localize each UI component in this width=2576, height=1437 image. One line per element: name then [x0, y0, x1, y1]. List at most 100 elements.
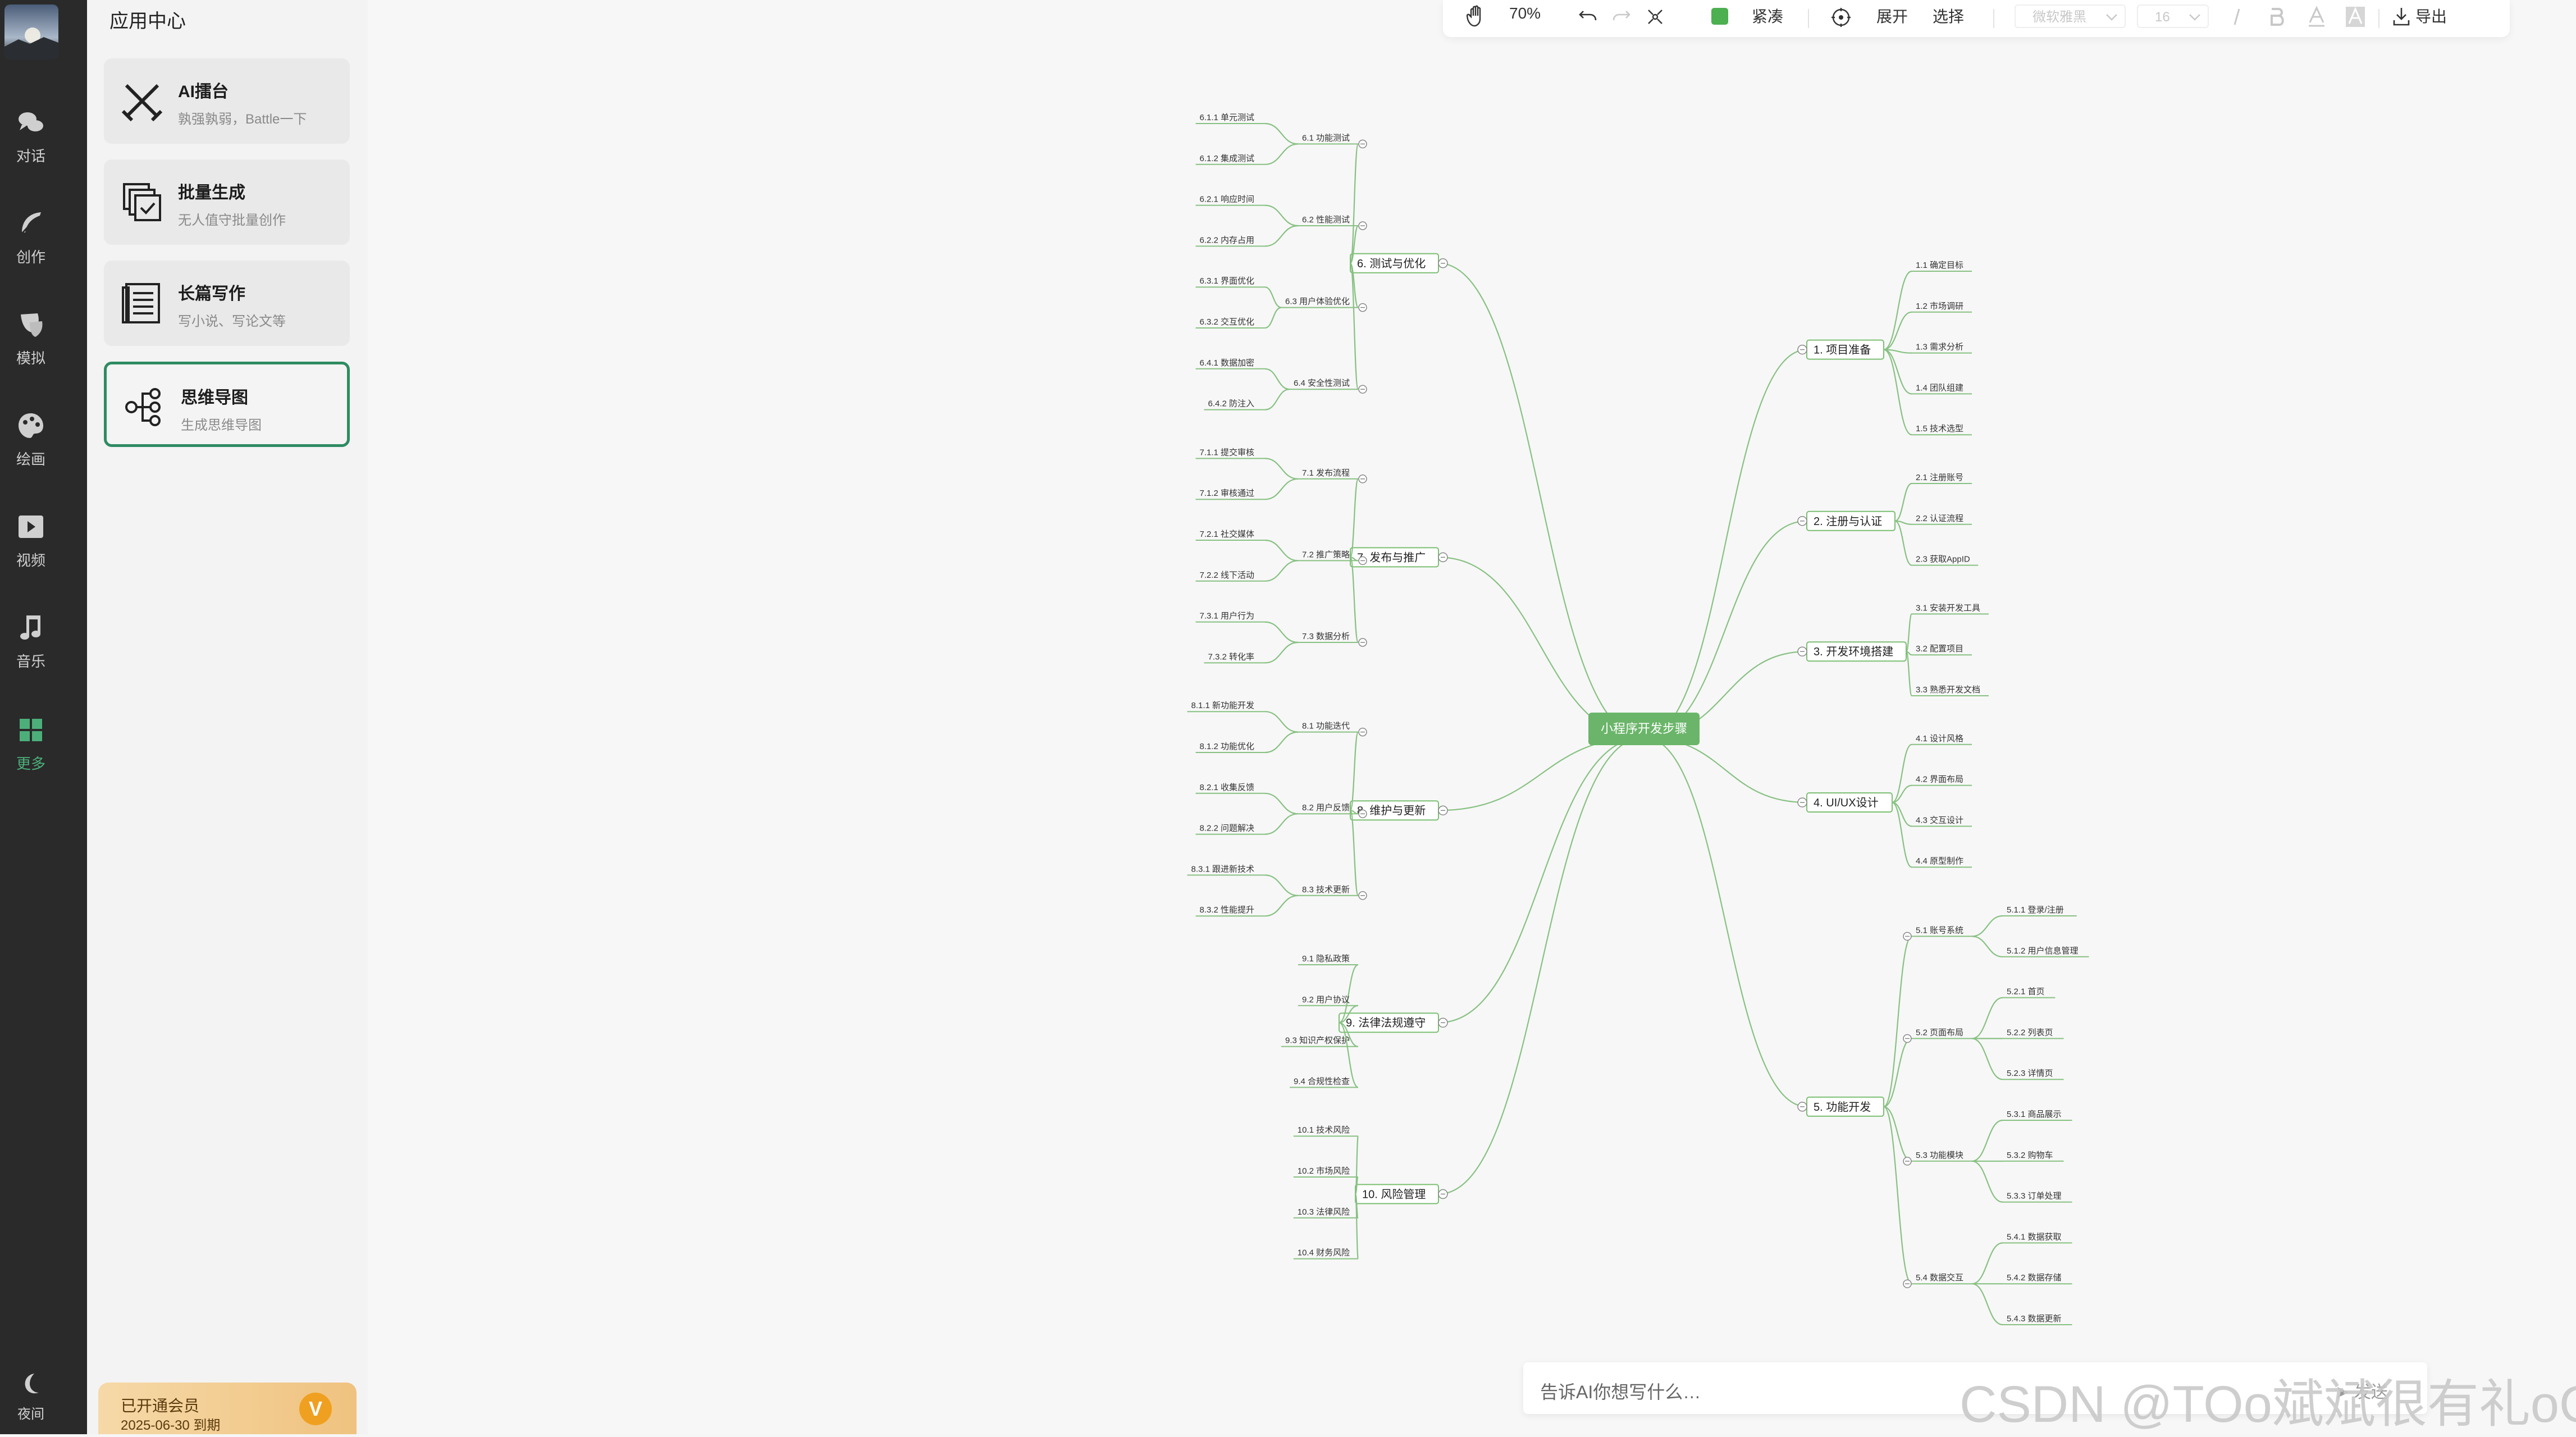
mindmap-node-r-3-1[interactable]: 3.1 安装开发工具	[1905, 603, 1989, 653]
mindmap-node-r-5-3[interactable]: 5.3 功能模块	[1883, 1106, 1972, 1166]
bold-icon[interactable]	[2268, 6, 2285, 28]
chat-input[interactable]: 告诉AI你想写什么…	[1540, 1382, 1701, 1402]
sidebar-item-music[interactable]: 音乐	[0, 612, 62, 671]
mindmap-node-l-1-2-2[interactable]: 6.2.2 内存占用	[1195, 225, 1299, 247]
card-ai-arena[interactable]: AI擂台 孰强孰弱，Battle一下	[104, 58, 350, 144]
mindmap-node-r-1-4[interactable]: 1.4 团队组建	[1883, 349, 1972, 395]
mindmap-node-r-4-3[interactable]: 4.3 交互设计	[1892, 801, 1972, 827]
mindmap-node-r-5-4-3[interactable]: 5.4.3 数据更新	[1971, 1283, 2072, 1326]
mindmap-branch-r-1[interactable]: 1. 项目准备	[1643, 339, 1884, 738]
structure-icon[interactable]	[1645, 7, 1665, 27]
mindmap-node-l-3-1-1[interactable]: 8.1.1 新功能开发	[1187, 701, 1299, 733]
zoom-level[interactable]: 70%	[1509, 4, 1541, 22]
mindmap-branch-l-5[interactable]: 10. 风险管理	[1355, 736, 1645, 1205]
mindmap-node-l-3-2-2[interactable]: 8.2.2 问题解决	[1195, 813, 1299, 835]
mindmap-node-r-5-2[interactable]: 5.2 页面布局	[1883, 1028, 1972, 1107]
sidebar-item-chat[interactable]: 对话	[0, 107, 62, 166]
mindmap-node-r-5-2-2[interactable]: 5.2.2 列表页	[1971, 1028, 2064, 1039]
mindmap-node-r-2-3[interactable]: 2.3 获取AppID	[1894, 520, 1979, 566]
font-color-icon[interactable]	[2306, 6, 2327, 28]
mindmap-node-l-3-3[interactable]: 8.3 技术更新	[1298, 810, 1367, 900]
mindmap-node-l-1-1-1[interactable]: 6.1.1 单元测试	[1195, 113, 1299, 145]
mindmap-node-l-1-2[interactable]: 6.2 性能测试	[1298, 215, 1367, 264]
mindmap-node-r-3-2[interactable]: 3.2 配置项目	[1906, 644, 1972, 656]
mindmap-node-r-1-5[interactable]: 1.5 技术选型	[1883, 349, 1972, 436]
select-button[interactable]: 选择	[1933, 8, 1965, 25]
mindmap-node-l-2-3-1[interactable]: 7.3.1 用户行为	[1195, 612, 1299, 644]
mindmap-node-l-4-4[interactable]: 9.4 合规性检查	[1290, 1022, 1359, 1088]
mindmap-node-l-3-3-1[interactable]: 8.3.1 跟进新技术	[1187, 864, 1299, 896]
mindmap-node-r-5-3-3[interactable]: 5.3.3 订单处理	[1971, 1160, 2072, 1203]
mindmap-node-l-1-3-1[interactable]: 6.3.1 界面优化	[1195, 276, 1282, 308]
mindmap-branch-l-2[interactable]: 7. 发布与推广	[1350, 547, 1645, 738]
mindmap-node-r-2-2[interactable]: 2.2 认证流程	[1894, 514, 1972, 525]
mindmap-branch-r-4[interactable]: 4. UI/UX设计	[1643, 736, 1893, 813]
mindmap-node-l-1-4[interactable]: 6.4 安全性测试	[1290, 262, 1367, 394]
mindmap-branch-r-3[interactable]: 3. 开发环境搭建	[1643, 641, 1907, 738]
send-button[interactable]: ➤ 发送	[2336, 1378, 2388, 1403]
hand-pan-icon[interactable]	[1465, 4, 1488, 28]
mindmap-node-r-5-3-1[interactable]: 5.3.1 商品展示	[1971, 1110, 2072, 1162]
mindmap-node-r-5-2-1[interactable]: 5.2.1 首页	[1971, 987, 2056, 1039]
sidebar-item-simulate[interactable]: 模拟	[0, 309, 62, 368]
font-family-select[interactable]: 微软雅黑	[2015, 4, 2126, 28]
mindmap-node-l-3-1[interactable]: 8.1 功能迭代	[1298, 722, 1367, 811]
mindmap-node-l-2-3[interactable]: 7.3 数据分析	[1298, 556, 1367, 647]
mindmap-node-l-1-4-1[interactable]: 6.4.1 数据加密	[1195, 358, 1290, 390]
undo-icon[interactable]	[1578, 6, 1598, 26]
mindmap-node-l-3-3-2[interactable]: 8.3.2 性能提升	[1195, 895, 1299, 917]
mindmap-node-l-2-1[interactable]: 7.1 发布流程	[1298, 468, 1367, 558]
mindmap-root-node[interactable]: 小程序开发步骤	[1588, 713, 1700, 745]
mindmap-node-l-2-2-2[interactable]: 7.2.2 线下活动	[1195, 560, 1299, 582]
mindmap-node-r-5-4[interactable]: 5.4 数据交互	[1883, 1106, 1972, 1288]
mindmap-node-r-5-4-1[interactable]: 5.4.1 数据获取	[1971, 1232, 2072, 1285]
mindmap-node-l-1-1[interactable]: 6.1 功能测试	[1298, 133, 1367, 264]
card-batch-generate[interactable]: 批量生成 无人值守批量创作	[104, 159, 350, 245]
mindmap-node-r-1-3[interactable]: 1.3 需求分析	[1883, 343, 1972, 354]
avatar[interactable]	[4, 4, 58, 60]
mindmap-node-l-5-4[interactable]: 10.4 财务风险	[1293, 1193, 1359, 1260]
italic-icon[interactable]	[2229, 6, 2246, 28]
mindmap-node-r-4-4[interactable]: 4.4 原型制作	[1892, 801, 1972, 868]
expand-icon[interactable]	[1830, 7, 1852, 28]
mindmap-branch-l-4[interactable]: 9. 法律法规遵守	[1339, 736, 1645, 1033]
download-icon[interactable]	[2392, 6, 2411, 27]
card-mind-map[interactable]: 思维导图 生成思维导图	[104, 362, 350, 447]
mindmap-node-r-5-3-2[interactable]: 5.3.2 购物车	[1972, 1151, 2064, 1162]
mindmap-node-r-2-1[interactable]: 2.1 注册账号	[1894, 473, 1972, 522]
redo-icon[interactable]	[1611, 6, 1632, 26]
mindmap-node-l-2-1-1[interactable]: 7.1.1 提交审核	[1195, 447, 1299, 480]
compact-layout-button[interactable]: 紧凑	[1752, 8, 1784, 25]
mindmap-node-l-3-2-1[interactable]: 8.2.1 收集反馈	[1195, 783, 1299, 815]
mindmap-branch-l-1[interactable]: 6. 测试与优化	[1350, 253, 1645, 738]
sidebar-item-create[interactable]: 创作	[0, 208, 62, 267]
export-button[interactable]: 导出	[2415, 8, 2447, 25]
mindmap-node-l-3-1-2[interactable]: 8.1.2 功能优化	[1195, 731, 1299, 754]
mindmap-node-r-1-2[interactable]: 1.2 市场调研	[1883, 302, 1972, 350]
mindmap-node-l-1-3[interactable]: 6.3 用户体验优化	[1281, 262, 1367, 312]
mindmap-node-l-2-2-1[interactable]: 7.2.1 社交媒体	[1195, 529, 1299, 562]
mindmap-branch-l-3[interactable]: 8. 维护与更新	[1350, 736, 1645, 821]
chat-input-bar[interactable]: 告诉AI你想写什么… ➤ 发送	[1523, 1362, 2427, 1414]
mindmap-node-l-4-2[interactable]: 9.2 用户协议	[1298, 995, 1359, 1024]
mindmap-node-r-3-3[interactable]: 3.3 熟悉开发文档	[1905, 651, 1989, 697]
mindmap-node-r-4-1[interactable]: 4.1 设计风格	[1892, 734, 1972, 804]
mindmap-node-l-1-4-2[interactable]: 6.4.2 防注入	[1204, 389, 1290, 410]
mindmap-node-r-5-1-2[interactable]: 5.1.2 用户信息管理	[1971, 936, 2089, 957]
mindmap-node-l-5-2[interactable]: 10.2 市场风险	[1293, 1166, 1359, 1195]
card-long-writing[interactable]: 长篇写作 写小说、写论文等	[104, 261, 350, 346]
expand-button[interactable]: 展开	[1876, 8, 1908, 25]
mindmap-node-r-5-4-2[interactable]: 5.4.2 数据存储	[1971, 1273, 2072, 1285]
mindmap-node-l-2-3-2[interactable]: 7.3.2 转化率	[1204, 641, 1299, 664]
font-size-select[interactable]: 16	[2137, 4, 2209, 28]
mindmap-node-l-1-1-2[interactable]: 6.1.2 集成测试	[1195, 143, 1299, 165]
mindmap-node-l-2-2[interactable]: 7.2 推广策略	[1298, 550, 1367, 565]
mindmap-branch-r-5[interactable]: 5. 功能开发	[1643, 736, 1884, 1117]
sidebar-item-paint[interactable]: 绘画	[0, 410, 62, 469]
theme-color-swatch[interactable]	[1711, 8, 1728, 25]
night-mode-toggle[interactable]: 夜间	[0, 1370, 62, 1422]
mindmap-node-r-1-1[interactable]: 1.1 确定目标	[1883, 261, 1972, 350]
mindmap-node-r-5-1-1[interactable]: 5.1.1 登录/注册	[1971, 905, 2077, 937]
mindmap-node-r-5-2-3[interactable]: 5.2.3 详情页	[1971, 1038, 2064, 1080]
